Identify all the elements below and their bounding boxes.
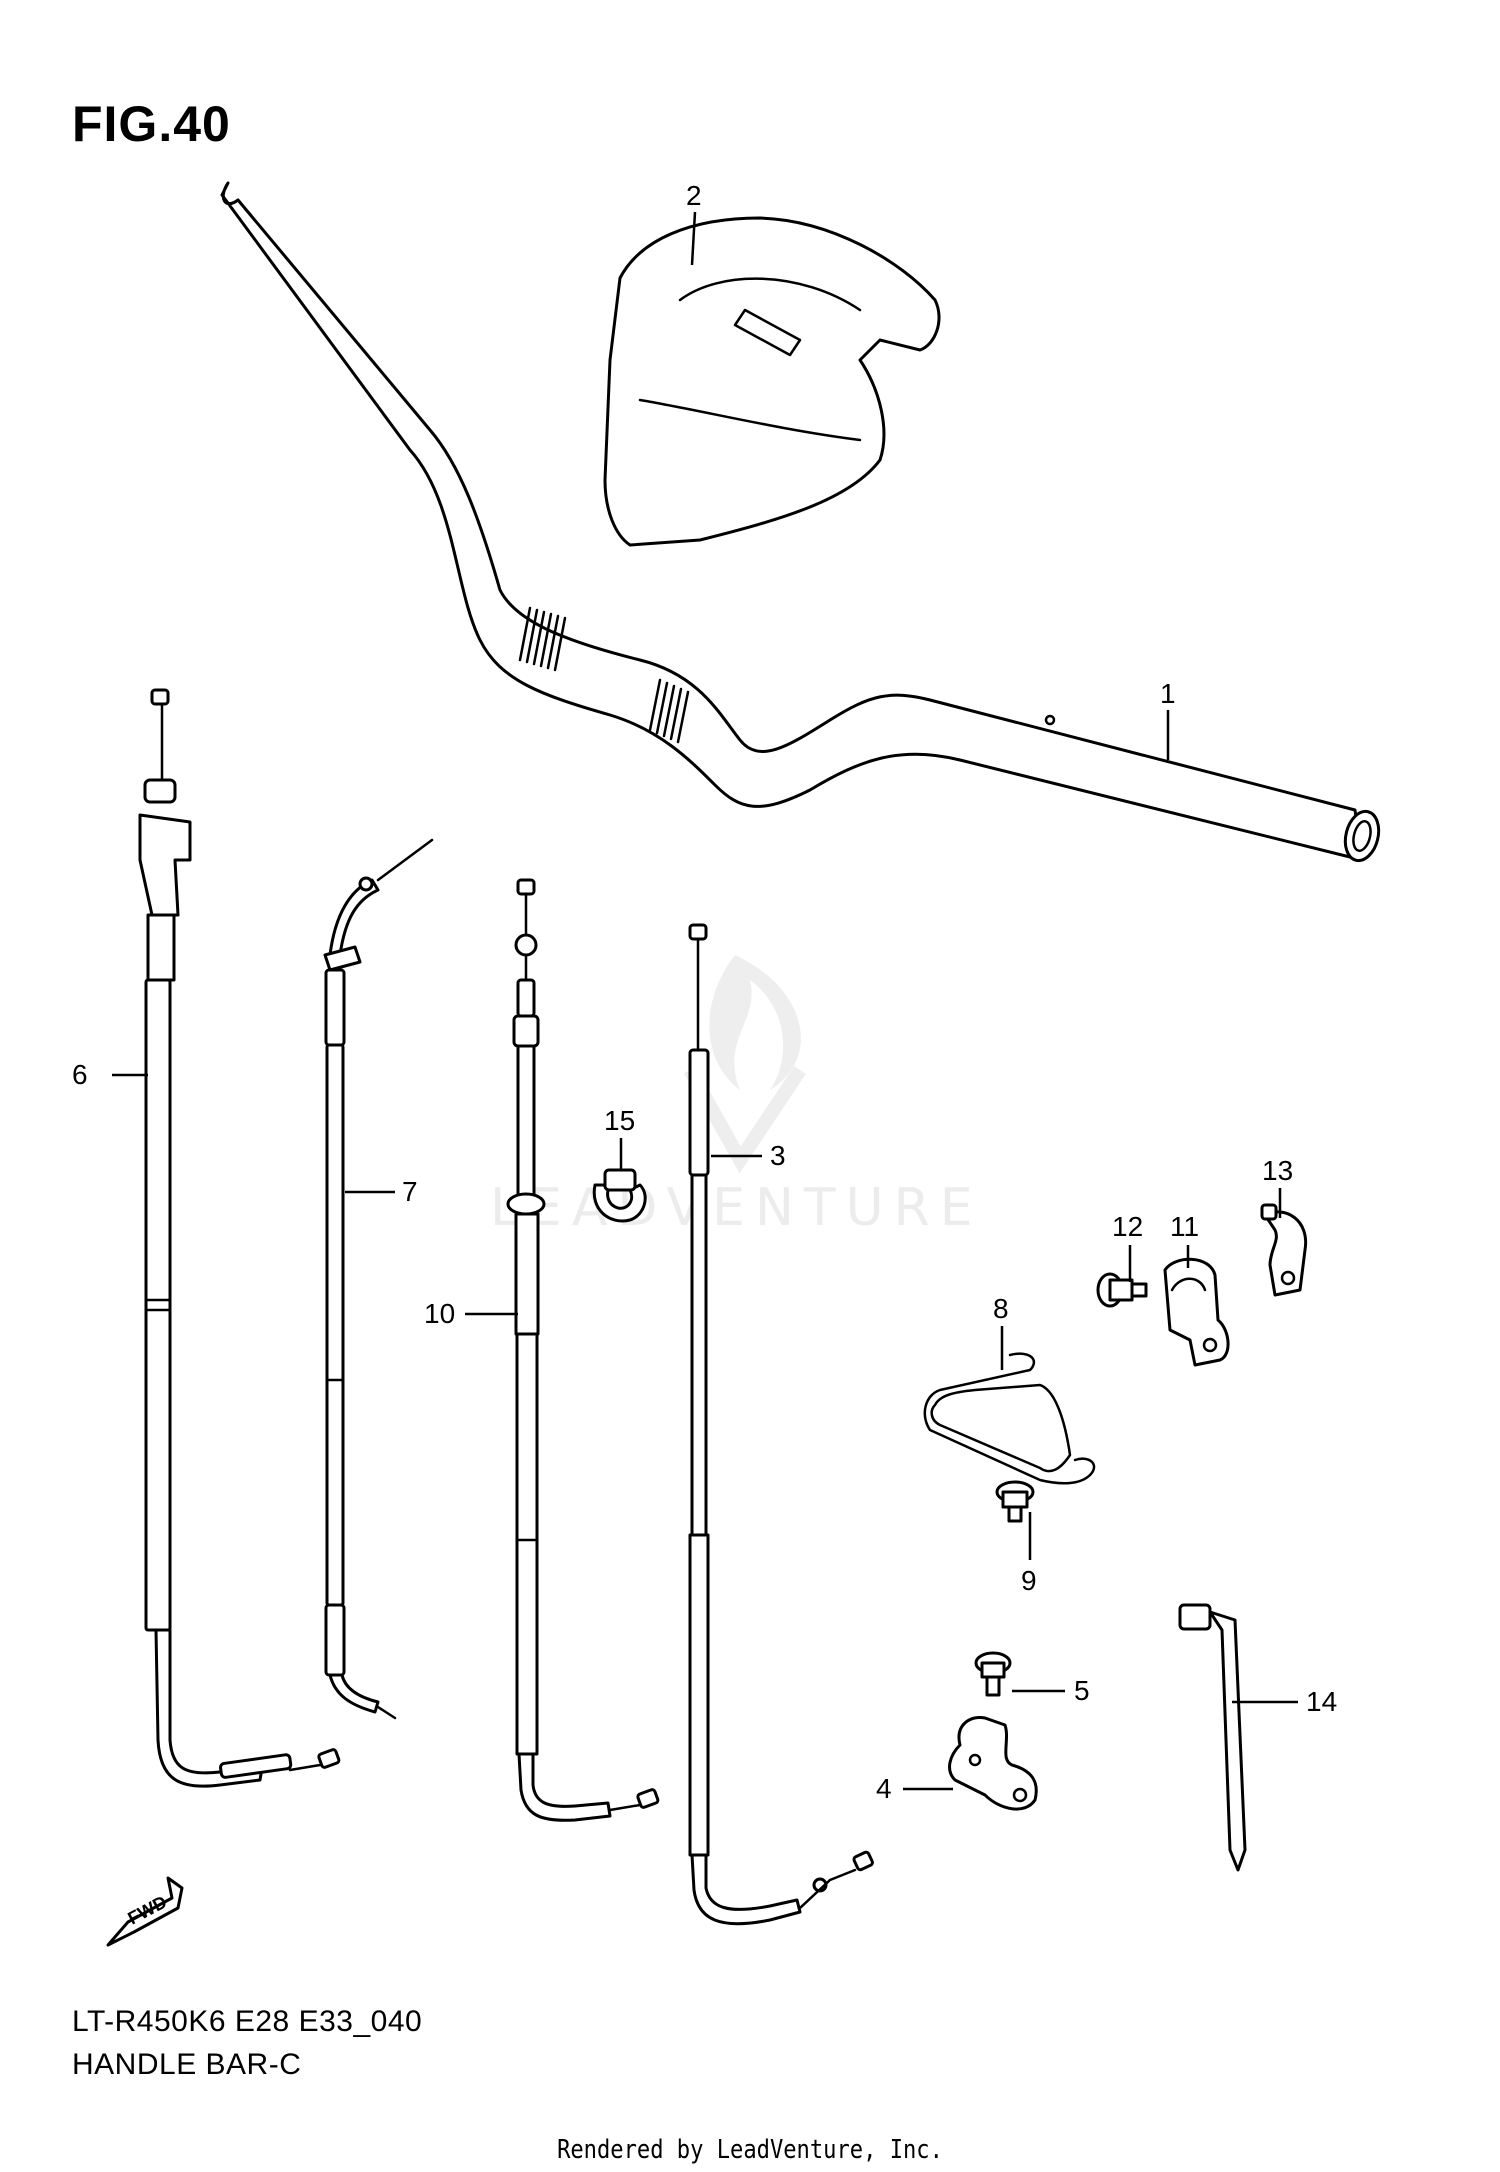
callout-6: 6	[72, 1059, 88, 1090]
model-code: LT-R450K6 E28 E33_040	[72, 2005, 423, 2038]
callout-12: 12	[1112, 1211, 1143, 1242]
forward-direction-badge: FWD	[106, 1876, 184, 1947]
callout-3: 3	[770, 1140, 786, 1171]
handlebar-part	[220, 181, 1381, 863]
callout-leaders	[112, 211, 1298, 1791]
callout-1: 1	[1160, 678, 1176, 709]
grip-knurl-left	[518, 606, 567, 672]
figure-title: FIG.40	[72, 96, 231, 152]
bolt-part-9	[995, 1480, 1035, 1523]
callout-2: 2	[686, 180, 702, 211]
callout-10: 10	[424, 1298, 455, 1329]
bracket-part-4	[948, 1715, 1038, 1811]
watermark-text: LEADVENTURE	[490, 1178, 983, 1238]
callout-5: 5	[1074, 1675, 1090, 1706]
callout-14: 14	[1306, 1686, 1337, 1717]
holder-part-11	[1163, 1257, 1230, 1367]
callout-4: 4	[876, 1773, 892, 1804]
watermark-flame-icon	[709, 955, 801, 1090]
watermark: LEADVENTURE	[490, 955, 983, 1238]
clamp-part-15	[592, 1168, 647, 1223]
handlebar-cover-part	[603, 216, 941, 547]
tie-part-14	[1178, 1603, 1247, 1872]
cable-part-6	[138, 688, 341, 1788]
grip-knurl-right	[648, 678, 690, 744]
cable-part-3	[688, 923, 874, 1926]
callout-15: 15	[604, 1105, 635, 1136]
lever-guard-part-8	[923, 1352, 1096, 1485]
section-name: HANDLE BAR-C	[72, 2048, 302, 2081]
callout-13: 13	[1262, 1155, 1293, 1186]
credit-line: Rendered by LeadVenture, Inc.	[557, 2135, 943, 2165]
callout-11: 11	[1170, 1211, 1199, 1242]
clamp-part-13	[1260, 1203, 1308, 1297]
callout-labels: 1 2 3 4 5 6 7 8 9 10 11 12 13 14 15	[72, 180, 1337, 1804]
cable-part-7	[323, 838, 434, 1720]
bolt-part-5	[974, 1651, 1012, 1697]
callout-8: 8	[993, 1293, 1009, 1324]
callout-7: 7	[402, 1176, 418, 1207]
bolt-part-12	[1096, 1272, 1148, 1308]
callout-9: 9	[1021, 1565, 1037, 1596]
cable-part-10	[506, 878, 660, 1822]
